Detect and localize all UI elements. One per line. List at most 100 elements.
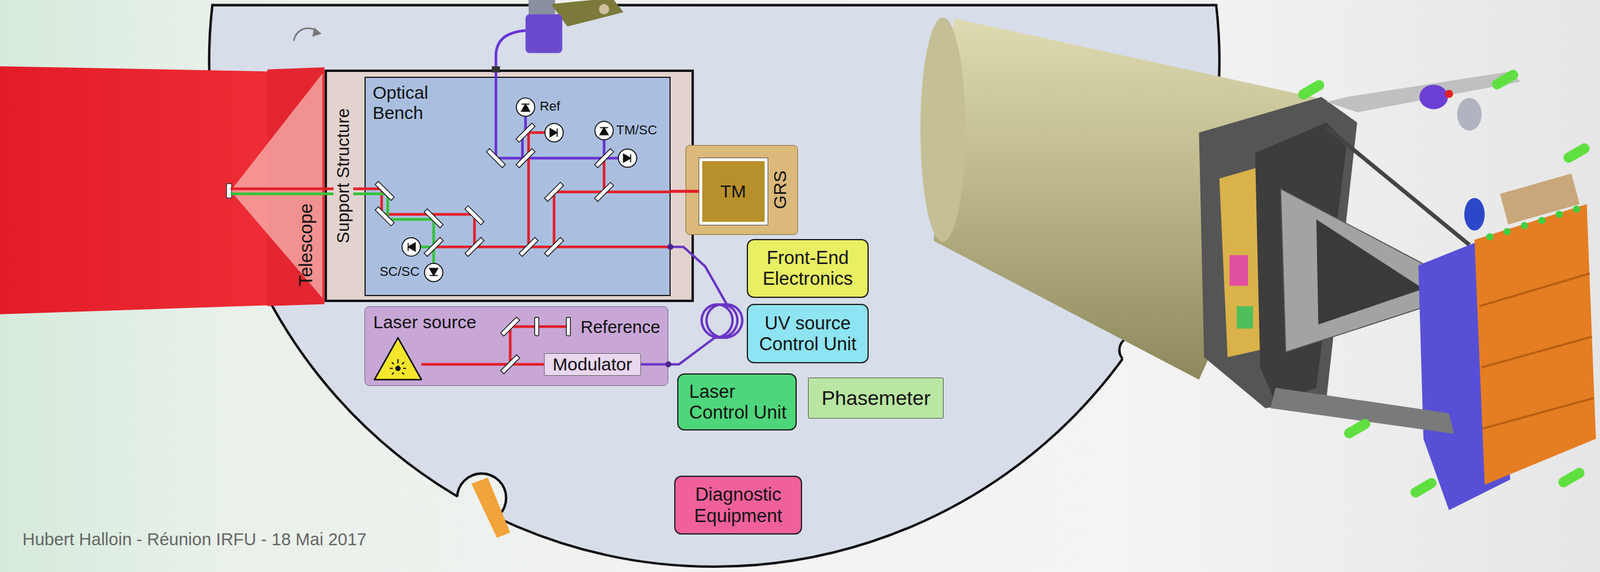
fiber-connector	[667, 243, 674, 250]
assembly-grey-cylinder	[1457, 98, 1482, 131]
red-beam	[525, 131, 546, 134]
assembly-green-part	[1236, 306, 1253, 329]
label-anchor: Hubert Halloin - Réunion IRFU - 18 Mai 2…	[22, 529, 367, 550]
red-beam	[421, 326, 570, 364]
photodiode	[424, 263, 443, 282]
secondary-mirror	[226, 183, 232, 198]
part-label: TM/SC	[616, 122, 658, 138]
photodiode-symbol	[623, 153, 631, 163]
control-unit-box: UV source Control Unit	[746, 303, 869, 364]
bracket-hole	[1316, 219, 1424, 325]
beam-splitter	[423, 237, 443, 257]
photodiode-symbol	[549, 128, 558, 137]
purple-beam	[495, 30, 619, 159]
assembly-bracket	[1326, 71, 1521, 113]
optical-fiber	[640, 246, 743, 364]
green-peg	[1561, 141, 1592, 165]
thruster-cone	[471, 477, 511, 538]
fiber-connector	[665, 361, 672, 368]
optical-bench-panel: Optical Bench	[364, 76, 671, 297]
node-text: Modulator	[552, 354, 633, 374]
photodiode-symbol	[599, 127, 609, 135]
control-unit-box: Laser Control Unit	[677, 373, 797, 431]
node-text: Support Structure	[333, 106, 354, 245]
assembly-purple-knob	[1419, 84, 1448, 109]
beam-splitter	[544, 182, 564, 202]
node-text: Telescope	[295, 203, 317, 287]
mirror	[375, 181, 395, 201]
green-peg	[1490, 67, 1520, 91]
photodiode	[595, 121, 614, 140]
label-anchor: Ref	[539, 98, 561, 114]
photodiode-body	[595, 121, 614, 140]
label-anchor: SC/SC	[379, 263, 420, 279]
device-body	[525, 14, 563, 53]
grs-housing: GRSTM	[685, 145, 798, 235]
green-fastener	[1486, 233, 1494, 241]
mirror	[464, 205, 484, 225]
orange-body-ribs	[1479, 273, 1594, 429]
assembly-strut	[1326, 127, 1470, 245]
diagnostic-box: Diagnostic Equipment	[674, 475, 803, 536]
green-fastener	[1503, 228, 1511, 236]
photodiode-body	[544, 123, 564, 143]
telescope-body: Telescope	[270, 67, 325, 307]
electronics-box: Front-End Electronics	[746, 239, 869, 299]
green-beam	[230, 193, 435, 264]
assembly-blue-ring	[1464, 197, 1485, 231]
label-anchor: TM/SC	[616, 122, 658, 138]
red-beam	[554, 192, 671, 248]
part-label: Ref	[539, 98, 561, 114]
test-mass: TM	[699, 158, 768, 225]
node-text: Diagnostic Equipment	[681, 483, 795, 527]
green-fastener	[1538, 217, 1546, 225]
red-beam	[602, 159, 606, 193]
beam-splitter	[594, 148, 614, 168]
green-peg	[1556, 466, 1587, 490]
laser-beam-link	[670, 189, 700, 193]
laser-symbol-rays	[390, 359, 407, 375]
green-fastener	[1520, 221, 1529, 229]
node-text: Phasemeter	[821, 386, 931, 410]
photodiode-body	[618, 149, 637, 168]
mirror	[486, 148, 506, 168]
mirror	[500, 316, 520, 336]
photodiode-symbol	[521, 104, 530, 112]
green-fastener	[1573, 205, 1581, 213]
photodiode-body	[424, 263, 443, 282]
modulator-box: Modulator	[544, 353, 641, 376]
node-text: UV source Control Unit	[753, 312, 862, 355]
part-label: Reference	[580, 317, 661, 338]
red-beam	[527, 133, 530, 247]
photodiode	[544, 123, 564, 143]
beam-splitter	[516, 148, 536, 168]
node-text: Laser Control Unit	[689, 381, 790, 424]
telescope-3d-cap	[920, 17, 966, 242]
telescope-light-cone	[230, 73, 323, 299]
assembly-pink-part	[1229, 255, 1249, 286]
photodiode	[618, 149, 637, 168]
green-peg	[1341, 416, 1372, 440]
laser-beam-cone	[0, 66, 272, 315]
assembly-orange-body	[1474, 203, 1596, 485]
node-text: Front-End Electronics	[753, 247, 862, 290]
green-peg	[1408, 476, 1439, 500]
cavity-mirror	[566, 317, 571, 336]
credit-line: Hubert Halloin - Réunion IRFU - 18 Mai 2…	[22, 529, 367, 550]
device-knob	[598, 4, 609, 15]
assembly-tan-cylinder	[1500, 173, 1580, 225]
node-text: GRS	[770, 170, 792, 209]
fiber-port	[491, 66, 501, 73]
purple-beam	[522, 116, 526, 159]
rotation-arrow-head	[312, 27, 322, 37]
mirror	[423, 208, 443, 228]
beam-splitter	[464, 237, 484, 257]
green-peg	[1296, 78, 1326, 102]
phasemeter-box: Phasemeter	[808, 377, 944, 419]
beam-splitter	[500, 354, 520, 374]
red-beam	[230, 188, 475, 247]
photodiode-body	[401, 237, 421, 257]
laser-symbol-dot	[395, 365, 401, 372]
photodiode	[516, 98, 535, 117]
photodiode-body	[516, 98, 535, 117]
